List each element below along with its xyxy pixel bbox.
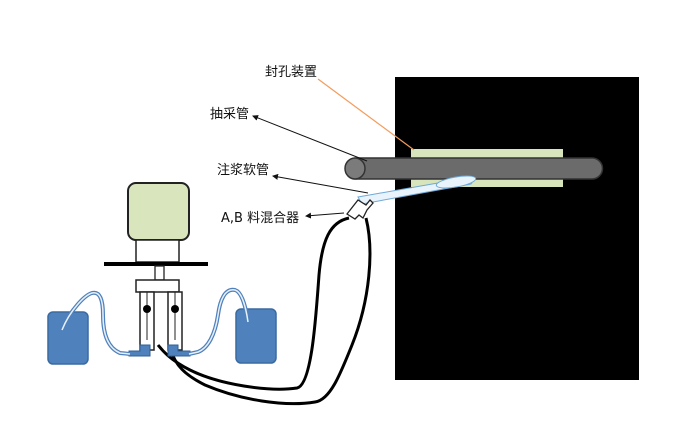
leader-grouting-hose <box>272 173 369 194</box>
suction-hose-a-inner <box>61 292 131 355</box>
mixing-line-left <box>156 216 350 391</box>
pump-neck <box>135 239 180 263</box>
pump-shaft <box>154 265 165 281</box>
pump-outlet-left <box>128 344 151 357</box>
pump-outlet-right <box>167 344 191 357</box>
suction-hose-b-inner <box>188 289 249 355</box>
tank-b <box>235 308 277 364</box>
mixing-line-right <box>169 217 372 406</box>
grouting-hose-mouth <box>435 175 477 189</box>
label-ab-mixer: A,B 料混合器 <box>221 211 299 226</box>
rock-mass-block <box>395 77 639 380</box>
ab-mixer <box>346 199 374 220</box>
leader-ab-mixer <box>305 212 345 219</box>
label-grouting-hose: 注浆软管 <box>217 163 269 178</box>
pump-motor <box>127 182 190 241</box>
label-extraction-pipe: 抽采管 <box>210 107 249 122</box>
tank-a <box>47 311 89 365</box>
leader-extraction-pipe <box>252 115 368 162</box>
label-sealing-device: 封孔装置 <box>265 65 317 80</box>
leader-sealing-device <box>317 78 415 151</box>
extraction-pipe <box>344 157 604 180</box>
pump-body <box>135 279 180 293</box>
extraction-pipe-end <box>344 157 366 180</box>
pump-valve-right <box>171 305 179 313</box>
pump-valve-left <box>143 305 151 313</box>
